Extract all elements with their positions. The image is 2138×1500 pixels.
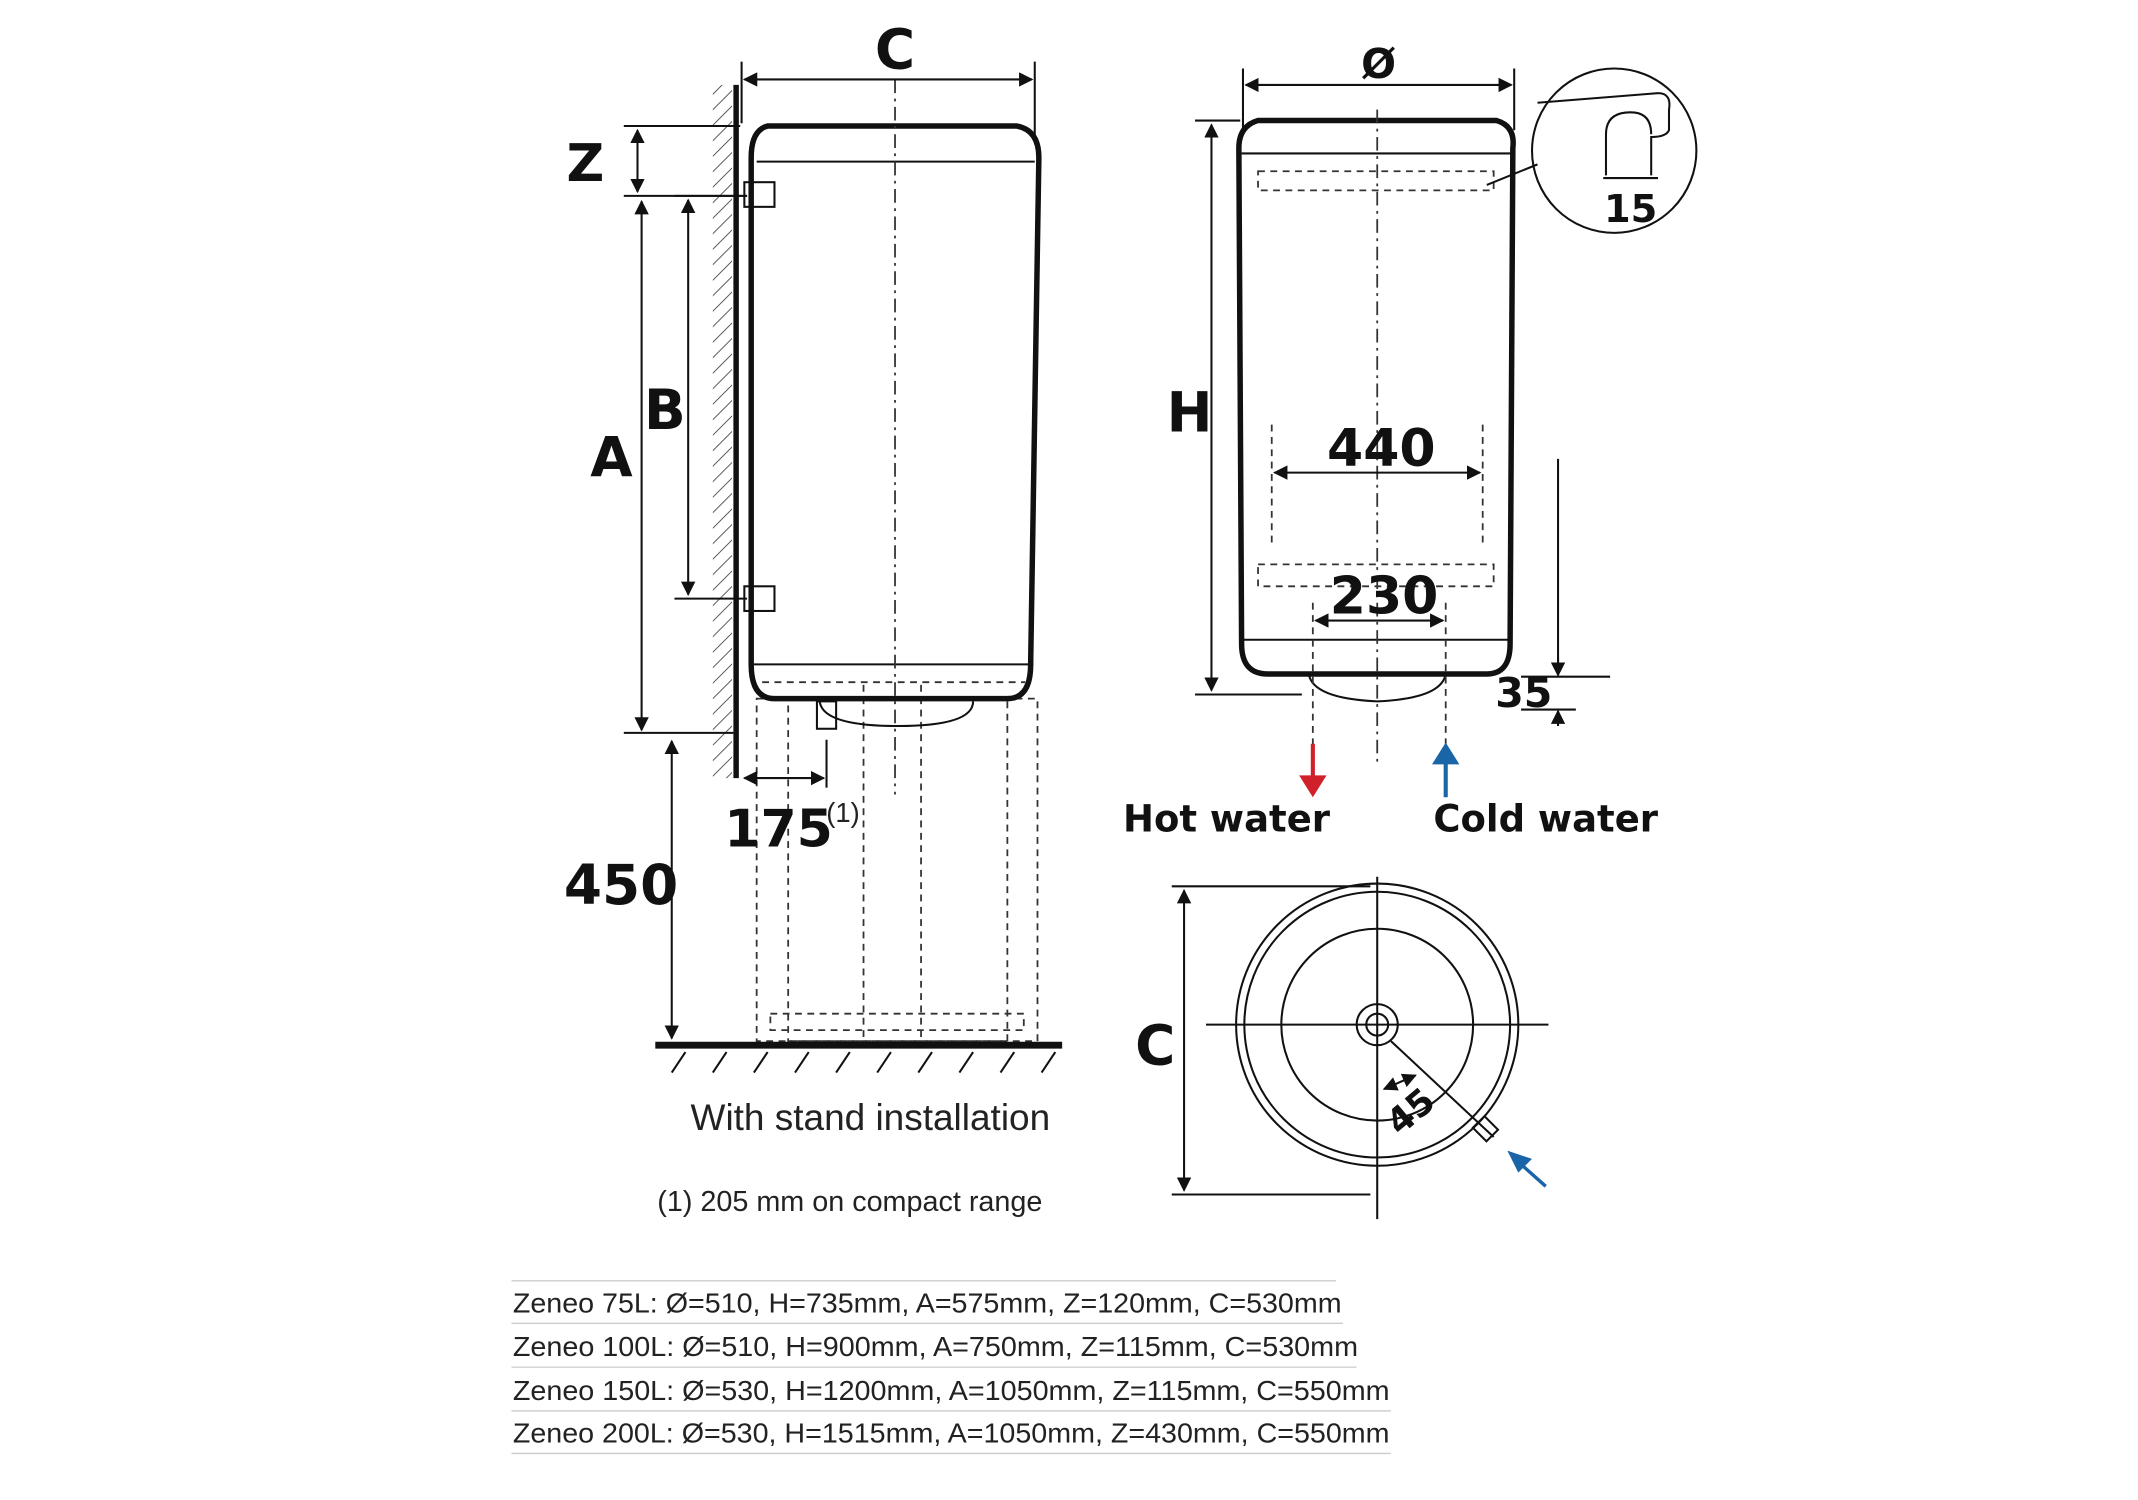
floor-hatch <box>670 1051 1057 1074</box>
label-z: Z <box>567 134 605 194</box>
table-row: Zeneo 100L: Ø=510, H=900mm, A=750mm, Z=1… <box>513 1331 1358 1362</box>
label-440: 440 <box>1327 419 1436 479</box>
table-row: Zeneo 150L: Ø=530, H=1200mm, A=1050mm, Z… <box>513 1375 1390 1406</box>
stand-outline <box>755 684 1039 1042</box>
label-175: 175 <box>724 800 833 860</box>
table-row: Zeneo 200L: Ø=530, H=1515mm, A=1050mm, Z… <box>513 1417 1390 1448</box>
footnote: (1) 205 mm on compact range <box>657 1186 1042 1218</box>
cold-water-label: Cold water <box>1433 798 1658 841</box>
wall-hatch <box>712 84 733 779</box>
cold-inlet-arrow-icon <box>1507 1150 1533 1173</box>
side-view: C Z A B 450 175 (1) With stand installat… <box>564 17 1063 1218</box>
tank-front <box>1236 117 1516 677</box>
heating-element-flange <box>815 700 838 730</box>
label-c: C <box>875 17 915 81</box>
bracket-top <box>743 181 776 208</box>
table-row: Zeneo 75L: Ø=510, H=735mm, A=575mm, Z=12… <box>513 1287 1342 1318</box>
cold-water-arrow-icon <box>1432 742 1460 765</box>
tank-side <box>748 123 1042 730</box>
label-c-bottom: C <box>1135 1013 1175 1077</box>
label-b: B <box>644 378 686 442</box>
label-15: 15 <box>1604 187 1657 232</box>
label-h: H <box>1167 381 1213 445</box>
hot-water-arrow-icon <box>1299 775 1327 798</box>
model-dimension-table: Zeneo 75L: Ø=510, H=735mm, A=575mm, Z=12… <box>511 1280 1391 1455</box>
stand-caption: With stand installation <box>691 1097 1051 1138</box>
label-a: A <box>590 426 633 490</box>
label-45: 45 <box>1379 1080 1443 1143</box>
label-35: 35 <box>1495 669 1552 717</box>
bottom-view: C 45 <box>1135 876 1549 1220</box>
label-diameter: Ø <box>1361 40 1396 88</box>
label-230: 230 <box>1330 567 1439 627</box>
detail-magnifier: 15 <box>1486 67 1698 234</box>
footnote-ref: (1) <box>826 797 859 828</box>
hot-water-label: Hot water <box>1123 798 1331 841</box>
front-view: Ø H 440 230 35 15 Hot water Cold <box>1123 40 1698 841</box>
label-450: 450 <box>564 853 678 917</box>
